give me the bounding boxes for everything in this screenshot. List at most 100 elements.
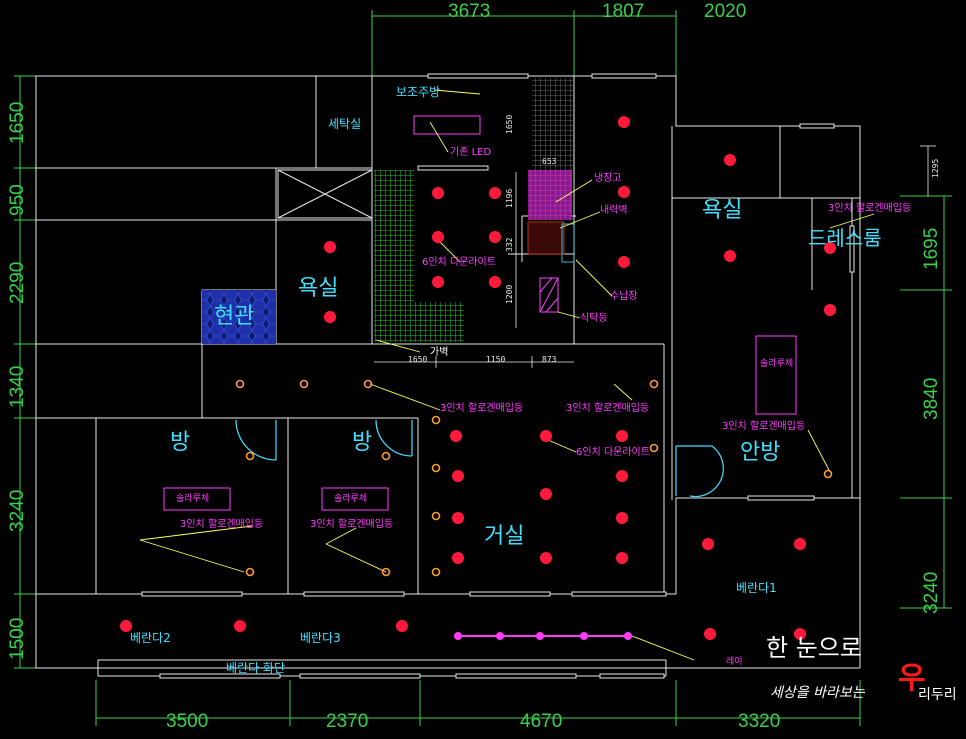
room-dressroom: 드레스룸 — [808, 226, 882, 250]
downlight-31 — [120, 620, 132, 632]
halogen-light-6 — [431, 511, 441, 521]
downlights — [120, 116, 836, 640]
note-halogen-d: 3인치 할로겐매입등 — [722, 421, 806, 432]
room-bath-2: 욕실 — [298, 276, 339, 301]
dim-small-1150: 1150 — [486, 355, 506, 364]
halogen-light-8 — [649, 379, 659, 389]
room-laundry: 세탁실 — [328, 117, 362, 131]
room-bedroom-2: 방 — [352, 430, 373, 455]
note-downlight-b: 6인치 다운라이트 — [576, 447, 650, 458]
downlight-17 — [540, 430, 552, 442]
dim-right-1: 1695 — [921, 227, 942, 270]
halogen-light-13 — [381, 451, 391, 461]
halogen-light-9 — [649, 443, 659, 453]
dim-top-1: 3673 — [448, 1, 491, 22]
halogen-light-7 — [431, 567, 441, 577]
kitchen-green-hatch — [374, 170, 414, 342]
small-dimension-lines — [374, 145, 936, 368]
downlight-1 — [324, 241, 336, 253]
halogen-light-5 — [431, 463, 441, 473]
room-veranda-3: 베란다3 — [300, 631, 341, 645]
note-halogen-b: 3인치 할로겐매입등 — [566, 403, 650, 414]
room-veranda-2: 베란다2 — [130, 631, 171, 645]
downlight-21 — [616, 470, 628, 482]
downlight-12 — [724, 154, 736, 166]
downlight-28 — [794, 538, 806, 550]
track-rail-lights — [454, 632, 632, 640]
downlight-9 — [618, 116, 630, 128]
note-rail: 레이 — [726, 657, 743, 667]
room-bedroom-1: 방 — [170, 430, 191, 455]
entrance-tiles — [202, 290, 276, 344]
note-halogen-a: 3인치 할로겐매입등 — [440, 403, 524, 414]
dim-right-2: 3840 — [921, 377, 942, 420]
downlight-11 — [618, 256, 630, 268]
halogen-light-12 — [245, 567, 255, 577]
downlight-8 — [489, 276, 501, 288]
halogen-light-3 — [363, 379, 373, 389]
dim-left-4: 1340 — [7, 365, 28, 408]
rail-light-3 — [536, 632, 544, 640]
room-veranda-1: 베란다1 — [736, 581, 777, 595]
room-entrance: 현관 — [214, 304, 255, 329]
downlight-15 — [824, 304, 836, 316]
dim-bottom-1: 3500 — [166, 711, 209, 732]
note-halogen-e: 3인치 할로겐매입등 — [180, 519, 264, 530]
halogen-light-10 — [823, 469, 833, 479]
note-fridge: 냉장고 — [594, 173, 622, 184]
windows — [141, 73, 855, 679]
watermark-accent: 우 — [898, 661, 926, 696]
downlight-32 — [234, 620, 246, 632]
dimension-lines — [14, 10, 952, 726]
downlight-27 — [702, 538, 714, 550]
halogen-light-4 — [431, 415, 441, 425]
dim-left-6: 1500 — [7, 617, 28, 660]
counter-green-hatch — [414, 302, 464, 342]
halogen-light-14 — [381, 567, 391, 577]
dim-top-2: 1807 — [602, 1, 645, 22]
halogen-light-1 — [235, 379, 245, 389]
gray-hatch — [532, 78, 574, 170]
downlight-23 — [616, 512, 628, 524]
downlight-30 — [794, 628, 806, 640]
dim-top-3: 2020 — [704, 1, 747, 22]
dim-small-873: 873 — [542, 355, 557, 364]
downlight-18 — [616, 430, 628, 442]
dim-bottom-2: 2370 — [326, 711, 369, 732]
room-master: 안방 — [740, 440, 781, 465]
halogen-light-11 — [245, 451, 255, 461]
dim-small-1295: 1295 — [931, 158, 940, 178]
dim-small-1650v: 1650 — [505, 114, 514, 134]
doors — [235, 419, 724, 498]
dim-left-1: 1650 — [7, 101, 28, 144]
downlight-25 — [540, 552, 552, 564]
note-halogen-c: 3인치 할로겐매입등 — [828, 203, 912, 214]
note-partition: 가벽 — [430, 347, 449, 358]
dim-bottom-4: 3320 — [738, 711, 781, 732]
dim-left-3: 2290 — [7, 261, 28, 304]
downlight-6 — [489, 231, 501, 243]
note-led: 기존 LED — [450, 147, 492, 158]
downlight-33 — [396, 620, 408, 632]
halogen-light-2 — [299, 379, 309, 389]
downlight-14 — [824, 242, 836, 254]
room-bath-1: 욕실 — [702, 198, 743, 223]
wall-hatch — [527, 221, 565, 255]
note-table-light: 식탁등 — [580, 313, 608, 324]
dim-small-1650h: 1650 — [408, 355, 428, 364]
halogen-lights — [235, 379, 833, 577]
rail-light-4 — [580, 632, 588, 640]
dim-small-332: 332 — [505, 237, 514, 252]
rail-light-1 — [454, 632, 462, 640]
downlight-26 — [616, 552, 628, 564]
room-flowerbed: 베란다 화단 — [226, 661, 286, 675]
watermark-tail: 리두리 — [918, 687, 957, 703]
downlight-2 — [324, 311, 336, 323]
watermark-line-1: 한 눈으로 — [766, 634, 862, 662]
downlight-4 — [489, 187, 501, 199]
downlight-16 — [450, 430, 462, 442]
dim-left-2: 950 — [7, 184, 28, 216]
note-wall: 내력벽 — [600, 205, 628, 216]
room-aux-kitchen: 보조주방 — [396, 85, 441, 99]
